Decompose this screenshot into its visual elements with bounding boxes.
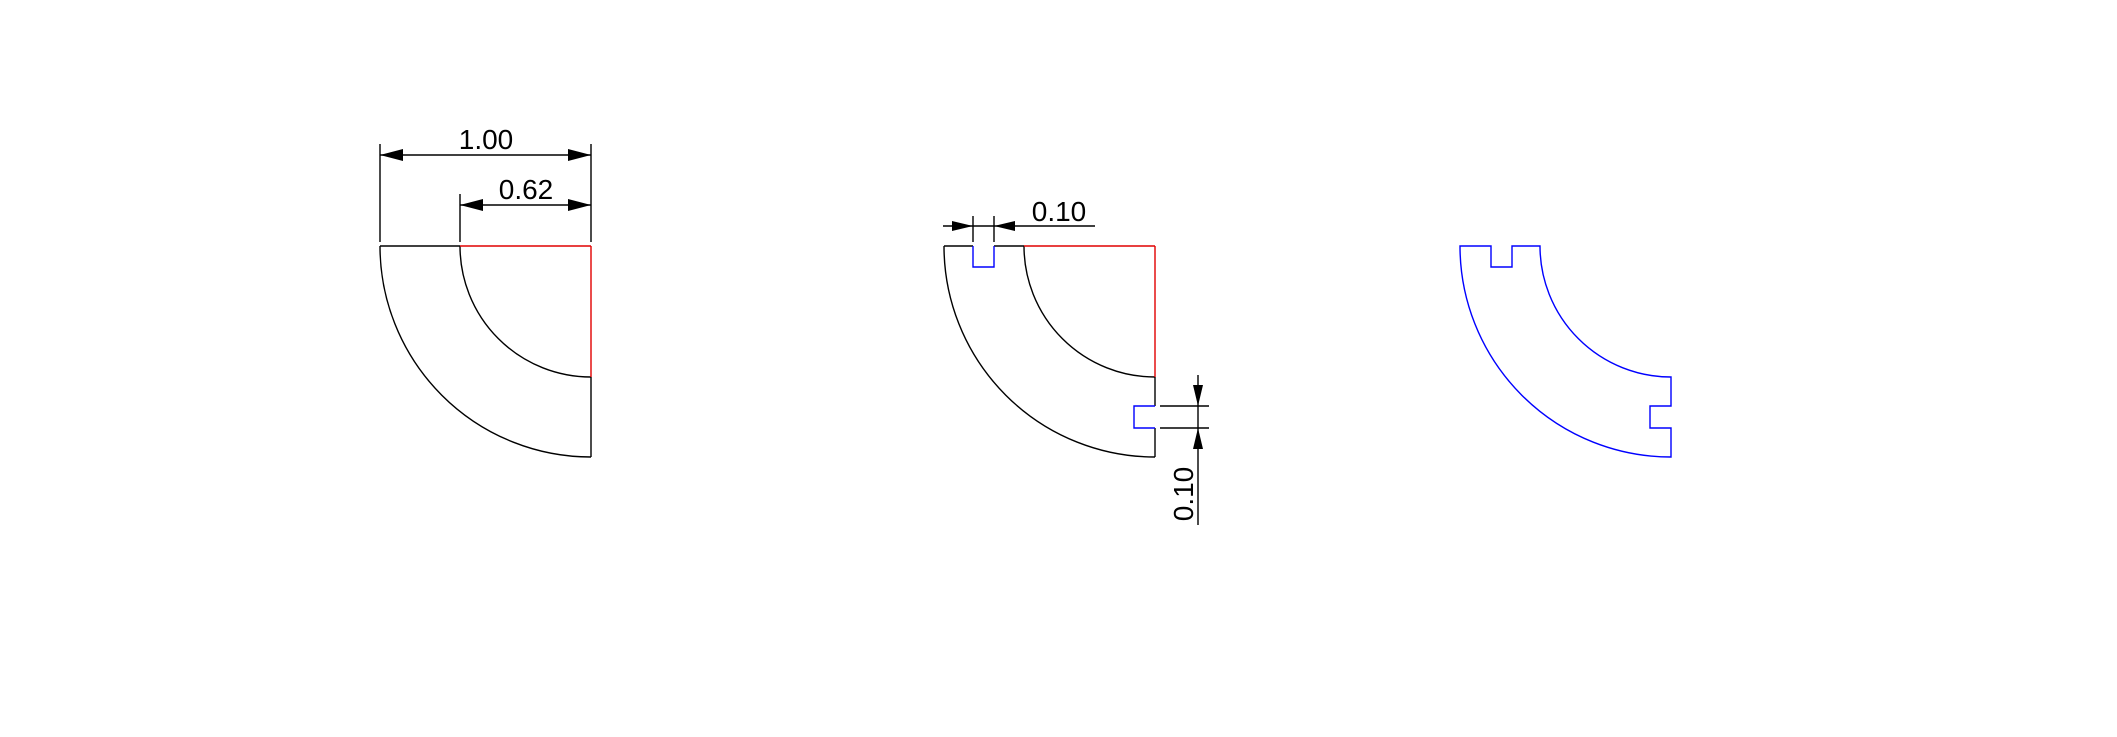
dimension-outer-width: 1.00	[379, 124, 592, 242]
figure-3-cut-profile	[1459, 245, 1672, 458]
figure-2-outer-arc	[943, 245, 1156, 458]
dimension-slot-width-label: 0.10	[1032, 196, 1087, 227]
dimension-slot-height-label: 0.10	[1168, 467, 1199, 522]
figure-2-inner-arc	[1023, 245, 1156, 378]
figure-1-inner-arc	[459, 245, 592, 378]
dimension-inner-offset: 0.62	[459, 174, 591, 242]
dimension-outer-width-label: 1.00	[459, 124, 514, 155]
figure-2-side-slot	[1133, 405, 1155, 429]
figure-1-outer-arc	[379, 245, 592, 458]
dimension-slot-height: 0.10	[1160, 375, 1209, 525]
figure-2-quarter-ring-with-slots: 0.10 0.10	[943, 196, 1209, 525]
figure-3-outline	[1459, 245, 1672, 458]
dimension-slot-width: 0.10	[943, 196, 1095, 242]
figure-1-quarter-ring: 1.00 0.62	[379, 124, 592, 458]
dimension-inner-offset-label: 0.62	[499, 174, 554, 205]
figure-2-top-slot	[972, 246, 995, 268]
